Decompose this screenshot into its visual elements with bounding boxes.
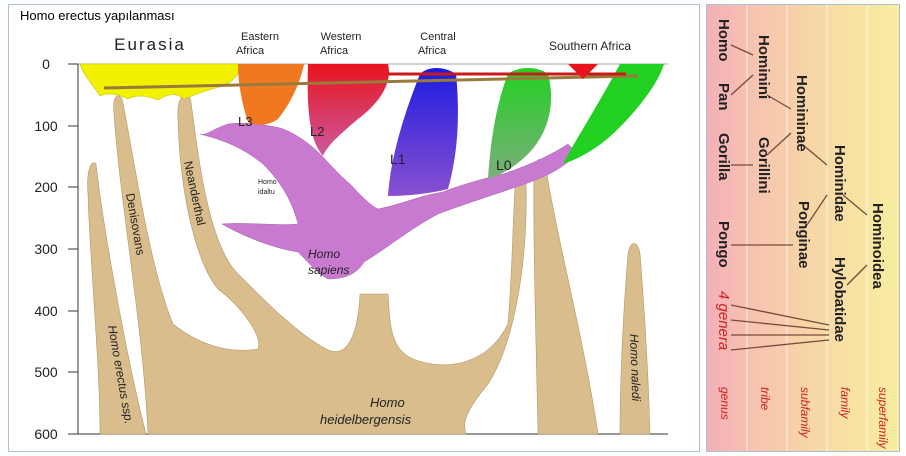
label-l2: L2 (310, 124, 324, 139)
y-tick-label: 400 (34, 303, 58, 319)
taxon-homininae: Homininae (793, 75, 810, 152)
label-l3: L3 (238, 114, 252, 129)
label-homo-idaltu-line2: idaltu (258, 189, 275, 196)
rank-subfamily: subfamily (798, 387, 812, 439)
southern-lineage (534, 159, 598, 434)
taxon-pan: Pan (715, 83, 732, 111)
label-homo-naledi: Homo naledi (627, 334, 643, 402)
taxon-hominoidea: Hominoidea (869, 203, 886, 289)
taxon-4-genera: 4 genera (715, 291, 732, 350)
rank-tribe: tribe (758, 387, 772, 411)
region-central-africa-line2: Africa (418, 45, 447, 57)
taxon-pongo: Pongo (715, 221, 732, 268)
taxonomy-panel: Homo Pan Gorilla Pongo 4 genera Hominini… (706, 4, 900, 452)
region-headers: Eurasia Eastern Africa Western Africa Ce… (114, 31, 631, 57)
southern-africa-green-band (563, 64, 664, 164)
rank-family: family (838, 387, 852, 419)
eurasia-yellow-band (80, 64, 240, 100)
taxon-gorillini: Gorillini (755, 137, 772, 194)
label-l0: L0 (496, 157, 512, 173)
region-southern-africa: Southern Africa (549, 39, 631, 53)
y-tick-label: 100 (34, 118, 58, 134)
y-axis-ticks: 0 100 200 300 400 500 600 (34, 56, 78, 442)
human-evolution-diagram: 0 100 200 300 400 500 600 Eurasia Easter… (8, 4, 700, 452)
taxon-ponginae: Ponginae (795, 201, 812, 269)
y-tick-label: 0 (42, 56, 50, 72)
label-l1: L1 (390, 151, 406, 167)
rank-superfamily: superfamily (876, 387, 890, 449)
taxon-hylobatidae: Hylobatidae (831, 257, 848, 342)
region-eurasia: Eurasia (114, 35, 186, 54)
label-homo-sapiens-line1: Homo (308, 247, 340, 261)
label-homo-idaltu-line1: Homo (258, 179, 277, 186)
label-homo-sapiens-line2: sapiens (308, 263, 349, 277)
l1-lineage-band (388, 68, 458, 196)
taxon-hominini: Hominini (755, 35, 772, 99)
l2-lineage-band (308, 64, 389, 156)
region-eastern-africa-line2: Africa (236, 45, 265, 57)
y-tick-label: 200 (34, 179, 58, 195)
y-tick-label: 600 (34, 426, 58, 442)
label-homo-heidelbergensis-line2: heidelbergensis (320, 412, 412, 427)
taxon-hominidae: Hominidae (831, 145, 848, 222)
region-western-africa-line1: Western (321, 31, 362, 43)
label-homo-heidelbergensis-line1: Homo (370, 395, 405, 410)
y-tick-label: 300 (34, 241, 58, 257)
taxon-homo: Homo (715, 19, 732, 62)
hominoidea-cladogram: Homo Pan Gorilla Pongo 4 genera Hominini… (707, 5, 900, 452)
region-eastern-africa-line1: Eastern (241, 31, 279, 43)
taxon-gorilla: Gorilla (715, 133, 732, 181)
region-western-africa-line2: Africa (320, 45, 349, 57)
rank-genus: genus (718, 387, 732, 420)
region-central-africa-line1: Central (420, 31, 455, 43)
y-tick-label: 500 (34, 364, 58, 380)
